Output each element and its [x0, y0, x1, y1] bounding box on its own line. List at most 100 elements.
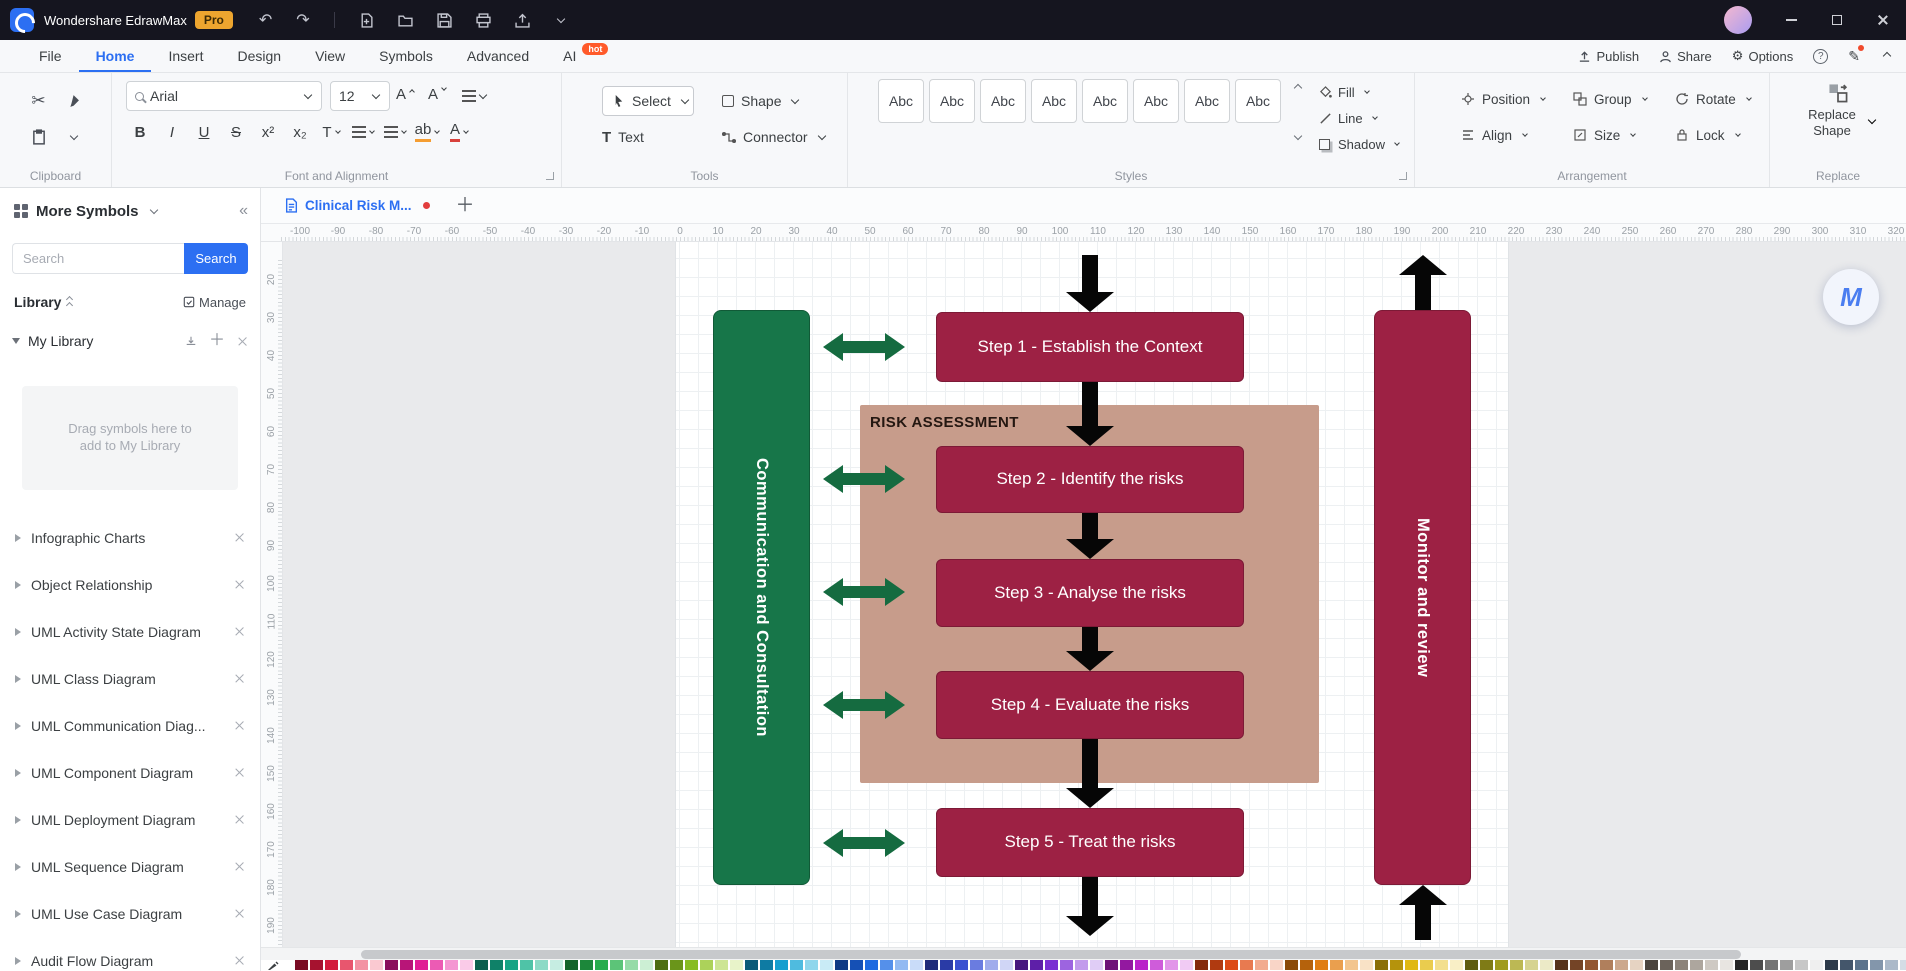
monitor-bar[interactable]: Monitor and review — [1374, 310, 1471, 885]
color-swatch[interactable] — [1195, 960, 1208, 970]
color-swatch[interactable] — [295, 960, 308, 970]
color-swatch[interactable] — [1675, 960, 1688, 970]
color-swatch[interactable] — [1300, 960, 1313, 970]
remove-library-icon[interactable] — [234, 861, 245, 872]
options-button[interactable]: ⚙ Options — [1731, 48, 1794, 64]
color-swatch[interactable] — [1465, 960, 1478, 970]
color-swatch[interactable] — [1165, 960, 1178, 970]
color-swatch[interactable] — [445, 960, 458, 970]
print-icon[interactable] — [476, 12, 491, 28]
color-swatch[interactable] — [1150, 960, 1163, 970]
symbol-search-input[interactable] — [12, 242, 184, 274]
flow-arrow-down[interactable] — [1066, 877, 1114, 936]
color-swatch[interactable] — [865, 960, 878, 970]
color-swatch[interactable] — [1735, 960, 1748, 970]
chevron-down-icon[interactable] — [149, 205, 158, 215]
double-arrow[interactable] — [823, 828, 905, 858]
lock-button[interactable]: Lock — [1675, 128, 1767, 143]
text-case-button[interactable]: T — [318, 117, 346, 147]
remove-library-icon[interactable] — [234, 579, 245, 590]
highlight-color-button[interactable]: ab — [414, 117, 442, 147]
color-swatch[interactable] — [1180, 960, 1193, 970]
color-swatch[interactable] — [1750, 960, 1763, 970]
color-swatch[interactable] — [580, 960, 593, 970]
format-painter-icon[interactable] — [65, 94, 80, 109]
minimize-button[interactable] — [1768, 0, 1814, 40]
library-list-item[interactable]: UML Class Diagram — [0, 655, 260, 702]
remove-library-icon[interactable] — [234, 908, 245, 919]
color-swatch[interactable] — [460, 960, 473, 970]
color-swatch[interactable] — [730, 960, 743, 970]
color-swatch[interactable] — [1555, 960, 1568, 970]
color-swatch[interactable] — [1840, 960, 1853, 970]
color-swatch[interactable] — [565, 960, 578, 970]
color-swatch[interactable] — [1015, 960, 1028, 970]
menu-tab[interactable]: Symbols — [379, 48, 433, 64]
caret-right-icon[interactable] — [15, 768, 21, 777]
color-swatch[interactable] — [1225, 960, 1238, 970]
menu-tab-ai[interactable]: AI hot — [546, 40, 609, 72]
style-preset-chip[interactable]: Abc — [1031, 79, 1077, 123]
remove-library-icon[interactable] — [234, 626, 245, 637]
menu-tab[interactable]: Home — [79, 40, 152, 72]
new-document-icon[interactable] — [359, 12, 374, 28]
strikethrough-button[interactable]: S — [230, 123, 241, 141]
library-list-item[interactable]: UML Component Diagram — [0, 749, 260, 796]
color-swatch[interactable] — [1285, 960, 1298, 970]
color-swatch[interactable] — [760, 960, 773, 970]
bold-button[interactable]: B — [134, 123, 146, 141]
dialog-launcher-icon[interactable] — [546, 172, 554, 180]
color-swatch[interactable] — [550, 960, 563, 970]
color-swatch[interactable] — [820, 960, 833, 970]
color-swatch[interactable] — [1810, 960, 1823, 970]
document-tab[interactable]: Clinical Risk M... — [285, 198, 430, 213]
caret-right-icon[interactable] — [15, 627, 21, 636]
more-tools-chevron-icon[interactable] — [554, 14, 566, 24]
cut-icon[interactable]: ✂ — [31, 91, 46, 110]
color-swatch[interactable] — [595, 960, 608, 970]
double-arrow[interactable] — [823, 464, 905, 494]
replace-shape-icon[interactable] — [1828, 83, 1848, 103]
line-spacing-button[interactable] — [350, 117, 378, 147]
color-swatch[interactable] — [1900, 960, 1906, 970]
flow-arrow-down[interactable] — [1066, 627, 1114, 671]
style-preset-chip[interactable]: Abc — [1184, 79, 1230, 123]
color-swatch[interactable] — [790, 960, 803, 970]
scrollbar-thumb[interactable] — [361, 950, 1741, 959]
ai-assistant-button[interactable]: M — [1823, 269, 1879, 325]
color-swatch[interactable] — [1045, 960, 1058, 970]
color-swatch[interactable] — [1240, 960, 1253, 970]
caret-right-icon[interactable] — [15, 956, 21, 965]
color-swatch[interactable] — [1585, 960, 1598, 970]
color-swatch[interactable] — [1120, 960, 1133, 970]
superscript-button[interactable]: x² — [261, 123, 275, 141]
flow-arrow-down[interactable] — [1066, 382, 1114, 446]
menu-tab[interactable]: File — [39, 48, 62, 64]
double-arrow[interactable] — [823, 690, 905, 720]
remove-library-icon[interactable] — [234, 720, 245, 731]
library-list-item[interactable]: Infographic Charts — [0, 514, 260, 561]
publish-button[interactable]: Publish — [1578, 49, 1639, 64]
align-button[interactable]: Align — [1461, 128, 1573, 143]
color-swatch[interactable] — [1495, 960, 1508, 970]
color-swatch[interactable] — [1030, 960, 1043, 970]
communication-bar[interactable]: Communication and Consultation — [713, 310, 810, 885]
dialog-launcher-icon[interactable] — [1399, 172, 1407, 180]
color-swatch[interactable] — [670, 960, 683, 970]
color-swatch[interactable] — [1090, 960, 1103, 970]
font-family-select[interactable]: Arial — [126, 81, 322, 111]
fill-button[interactable]: Fill — [1319, 81, 1401, 103]
scroll-down-icon[interactable] — [1293, 131, 1303, 141]
flow-arrow-down[interactable] — [1066, 513, 1114, 559]
style-preset-chip[interactable]: Abc — [929, 79, 975, 123]
text-tool-button[interactable]: T Text — [602, 128, 644, 146]
collapse-all-icon[interactable] — [66, 295, 74, 309]
color-swatch[interactable] — [700, 960, 713, 970]
color-swatch[interactable] — [1855, 960, 1868, 970]
color-swatch[interactable] — [1135, 960, 1148, 970]
menu-tab[interactable]: Design — [237, 48, 282, 64]
color-swatch[interactable] — [1600, 960, 1613, 970]
style-preset-chip[interactable]: Abc — [878, 79, 924, 123]
help-icon[interactable]: ? — [1813, 48, 1829, 64]
